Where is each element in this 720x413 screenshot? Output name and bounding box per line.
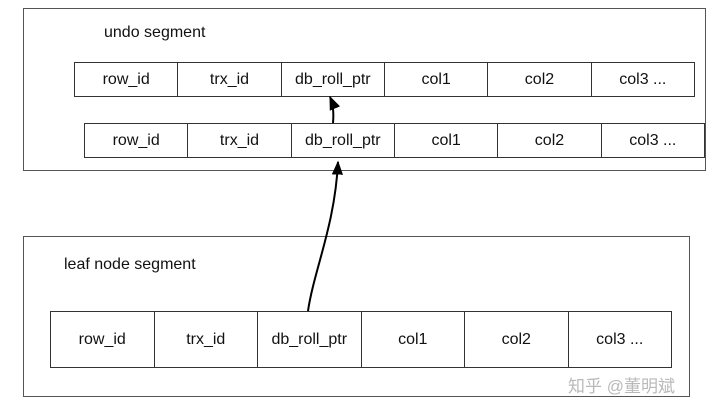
leaf-node-segment-label: leaf node segment — [64, 256, 196, 273]
leaf-row-col1: col1 — [362, 312, 465, 367]
leaf-row-col2: col2 — [465, 312, 569, 367]
leaf-row-db-roll-ptr: db_roll_ptr — [258, 312, 362, 367]
leaf-row-trx-id: trx_id — [155, 312, 258, 367]
undo-segment-label: undo segment — [104, 24, 206, 41]
undo-row-2-col3: col3 ... — [629, 131, 677, 149]
undo-row-2-col2: col2 — [498, 124, 602, 157]
undo-row-1-row-id: row_id — [75, 63, 179, 96]
undo-row-2-db-roll-ptr: db_roll_ptr — [292, 124, 395, 157]
undo-row-1-col3: col3 ... — [619, 70, 667, 88]
undo-row-1-col1: col1 — [385, 63, 489, 96]
undo-row-1-col2: col2 — [488, 63, 592, 96]
leaf-row-row-id: row_id — [51, 312, 155, 367]
undo-row-1-db-roll-ptr: db_roll_ptr — [282, 63, 385, 96]
undo-row-2-trx-id: trx_id — [188, 124, 292, 157]
zhihu-watermark: 知乎 @董明斌 — [568, 377, 675, 396]
leaf-row-col3: col3 ... — [596, 330, 644, 348]
undo-record-row-1: row_id trx_id db_roll_ptr col1 col2 col3… — [74, 62, 695, 97]
leaf-record-row: row_id trx_id db_roll_ptr col1 col2 col3… — [50, 311, 672, 368]
undo-row-2-col1: col1 — [395, 124, 499, 157]
undo-record-row-2: row_id trx_id db_roll_ptr col1 col2 col3… — [84, 123, 705, 158]
undo-row-2-row-id: row_id — [85, 124, 189, 157]
undo-row-1-trx-id: trx_id — [178, 63, 282, 96]
